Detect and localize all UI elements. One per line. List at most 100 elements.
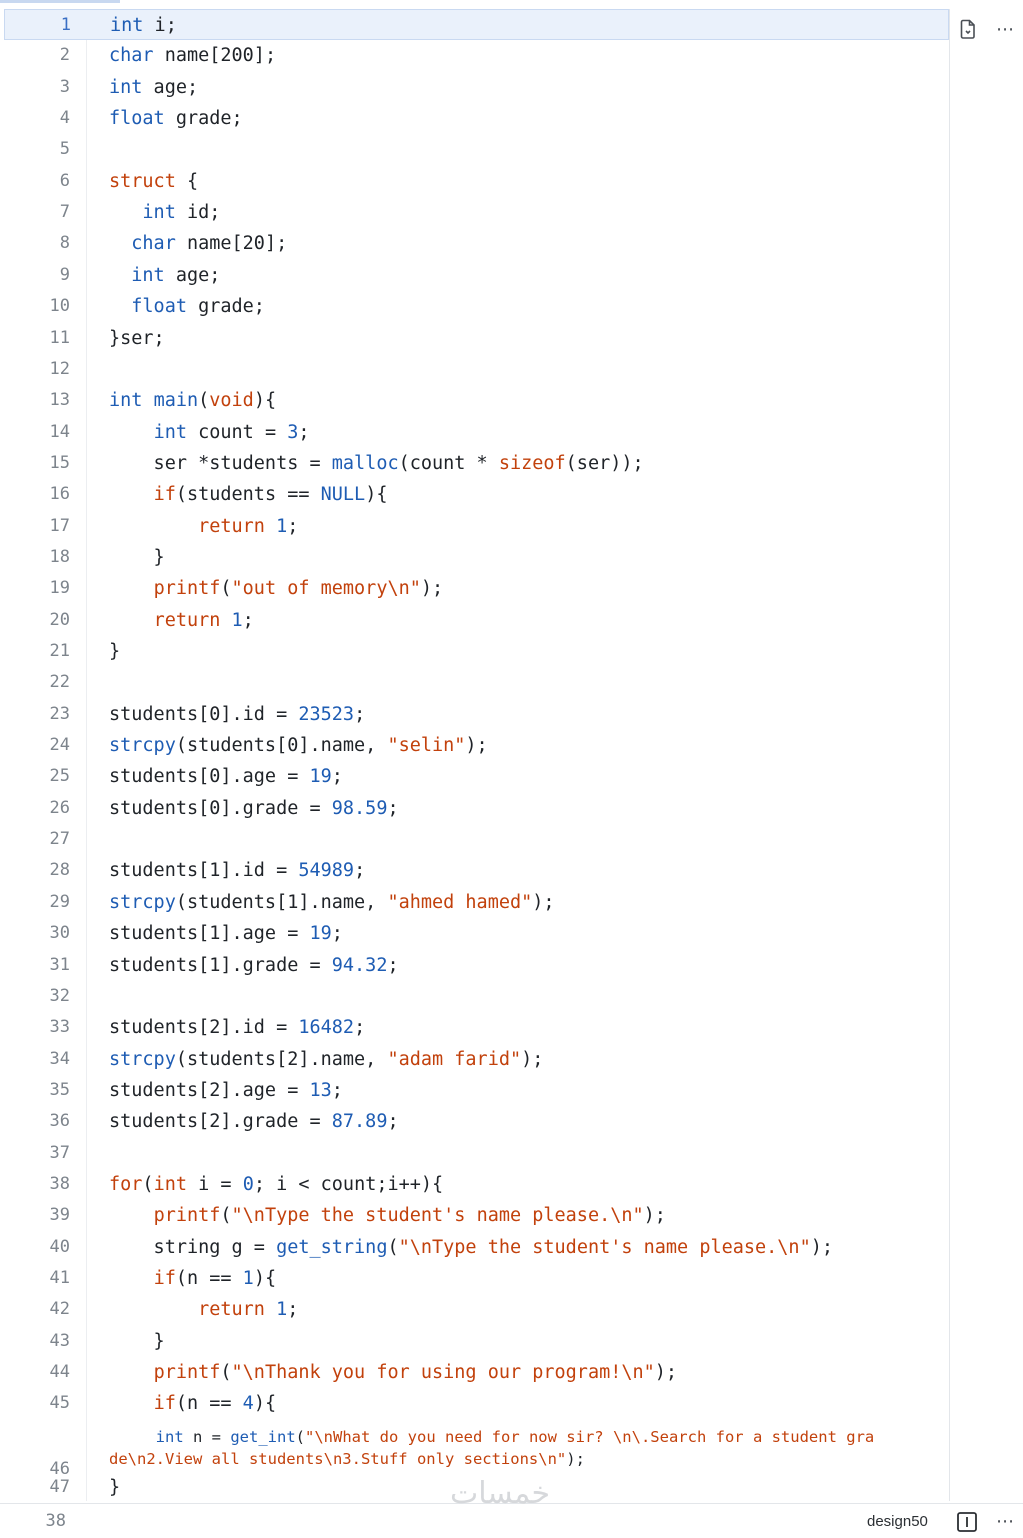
code-token: 3 bbox=[287, 421, 299, 443]
line-number: 38 bbox=[49, 1173, 70, 1194]
code-token: "\nWhat do you need for now sir? \n\.Sea… bbox=[305, 1427, 875, 1446]
code-line[interactable]: 45 if(n == 4){ bbox=[4, 1388, 949, 1419]
code-line[interactable]: 8 char name[20]; bbox=[4, 228, 949, 259]
code-token: } bbox=[109, 546, 165, 568]
code-line[interactable]: 47} bbox=[4, 1472, 949, 1501]
code-token bbox=[109, 1205, 154, 1226]
code-token: ser *students = bbox=[109, 452, 332, 474]
code-line[interactable]: 43 } bbox=[4, 1326, 949, 1357]
code-text: ser *students = malloc(count * sizeof(se… bbox=[109, 448, 644, 479]
line-number: 20 bbox=[49, 609, 70, 630]
code-line[interactable]: 22 bbox=[4, 667, 949, 698]
code-line[interactable]: 12 bbox=[4, 354, 949, 385]
code-token: return bbox=[153, 609, 221, 631]
code-line[interactable]: 21} bbox=[4, 636, 949, 667]
line-number: 44 bbox=[49, 1362, 70, 1383]
code-line[interactable]: 44 printf("\nThank you for using our pro… bbox=[4, 1357, 949, 1388]
code-token bbox=[109, 233, 131, 254]
code-line[interactable]: 37 bbox=[4, 1138, 949, 1169]
code-line[interactable]: 5 bbox=[4, 134, 949, 165]
code-line[interactable]: 9 int age; bbox=[4, 260, 949, 291]
code-token: "ahmed hamed" bbox=[387, 891, 533, 913]
code-token: 19 bbox=[309, 766, 332, 788]
line-number: 37 bbox=[49, 1142, 70, 1163]
code-token: ( bbox=[220, 1362, 232, 1384]
line-number: 5 bbox=[59, 139, 70, 160]
code-token: ; bbox=[387, 797, 399, 819]
line-number: 13 bbox=[49, 390, 70, 411]
line-number: 18 bbox=[49, 546, 70, 567]
line-number: 39 bbox=[49, 1205, 70, 1226]
code-line[interactable]: 27 bbox=[4, 824, 949, 855]
line-number: 3 bbox=[59, 76, 70, 97]
code-token: ); bbox=[643, 1205, 666, 1227]
line-number: 40 bbox=[49, 1236, 70, 1257]
code-line[interactable]: 17 return 1; bbox=[4, 511, 949, 542]
code-token bbox=[109, 1428, 156, 1446]
code-token: int bbox=[131, 264, 165, 286]
code-token: 19 bbox=[309, 923, 332, 945]
code-token bbox=[109, 1268, 154, 1289]
code-line[interactable]: 14 int count = 3; bbox=[4, 417, 949, 448]
panel-toggle-icon[interactable] bbox=[955, 1510, 979, 1534]
code-line[interactable]: 41 if(n == 1){ bbox=[4, 1263, 949, 1294]
editor-toolbar: ⋯ bbox=[950, 9, 1023, 1501]
code-token: (students[1].name, bbox=[175, 891, 388, 913]
code-token: float bbox=[131, 296, 187, 318]
code-line[interactable]: 18 } bbox=[4, 542, 949, 573]
code-token: if bbox=[153, 1268, 176, 1289]
code-token bbox=[109, 610, 154, 631]
code-text: int age; bbox=[109, 260, 220, 291]
line-number: 16 bbox=[49, 484, 70, 505]
footer-more-icon[interactable]: ⋯ bbox=[996, 1510, 1014, 1532]
code-text: if(n == 4){ bbox=[109, 1388, 277, 1419]
code-line[interactable]: 10 float grade; bbox=[4, 291, 949, 322]
code-token: 1 bbox=[231, 609, 243, 631]
code-token: if bbox=[153, 1393, 176, 1415]
code-line[interactable]: 11}ser; bbox=[4, 323, 949, 354]
code-line[interactable]: 42 return 1; bbox=[4, 1294, 949, 1325]
code-line[interactable]: 16 if(students == NULL){ bbox=[4, 479, 949, 510]
line-number: 26 bbox=[49, 797, 70, 818]
line-number: 7 bbox=[59, 202, 70, 223]
code-line[interactable]: 19 printf("out of memory\n"); bbox=[4, 573, 949, 604]
code-line[interactable]: 7 int id; bbox=[4, 197, 949, 228]
more-horizontal-icon[interactable]: ⋯ bbox=[996, 18, 1014, 40]
code-text: int main(void){ bbox=[109, 385, 276, 416]
code-line[interactable]: 40 string g = get_string("\nType the stu… bbox=[4, 1232, 949, 1263]
code-line[interactable]: 32 bbox=[4, 981, 949, 1012]
branch-label[interactable]: design50 bbox=[867, 1513, 928, 1530]
code-token: ); bbox=[420, 578, 444, 600]
code-line[interactable]: 13 int main(void){ bbox=[4, 385, 949, 416]
copy-file-icon[interactable] bbox=[956, 17, 980, 41]
code-text: char name[20]; bbox=[109, 228, 287, 259]
code-text: return 1; bbox=[109, 1294, 298, 1325]
code-line[interactable]: 15 ser *students = malloc(count * sizeof… bbox=[4, 448, 949, 479]
code-token: grade; bbox=[186, 296, 265, 318]
code-line[interactable]: 39 printf("\nType the student's name ple… bbox=[4, 1200, 949, 1231]
code-text: students[0].age = 19; bbox=[109, 761, 343, 792]
line-number: 6 bbox=[59, 170, 70, 191]
code-line[interactable]: 46 int n = get_int("\nWhat do you need f… bbox=[4, 1420, 949, 1479]
code-token: n = bbox=[183, 1427, 231, 1446]
code-line[interactable]: 20 return 1; bbox=[4, 605, 949, 636]
